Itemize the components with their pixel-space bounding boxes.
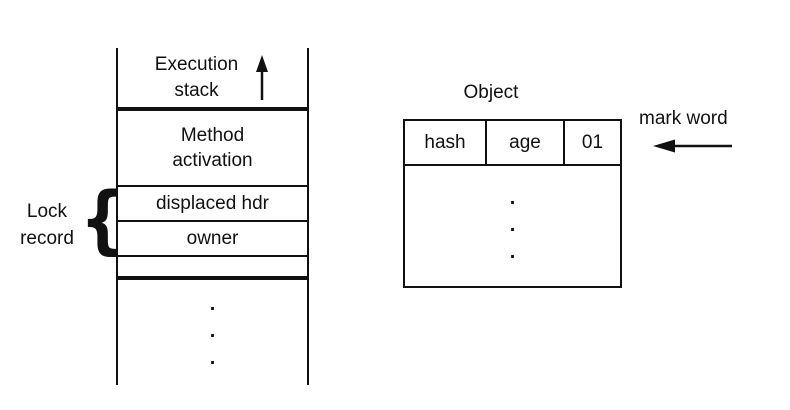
mark-word-row: hash age 01 [405,121,620,166]
owner-label: owner [186,227,239,249]
stack-cell-method-activation: Method activation [118,111,307,187]
method-activation-line2: activation [172,150,253,171]
ellipsis-dot: . [209,293,216,315]
lock-record-label-line2: record [20,228,74,249]
ellipsis-dot: . [509,186,516,209]
ellipsis-dot: . [509,240,516,263]
displaced-hdr-label: displaced hdr [155,192,270,214]
stack-cell-owner: owner [118,222,307,257]
object-title: Object [463,82,519,103]
execution-stack-title-line1: Execution [154,53,239,75]
ellipsis-dot: . [209,347,216,369]
ellipsis-dot: . [509,213,516,236]
lock-bits-label: 01 [581,131,604,153]
execution-stack-title-line2: stack [174,79,219,101]
left-arrow-icon [653,139,732,153]
method-activation-line1: Method [180,125,245,146]
hash-label: hash [424,131,466,153]
stack-cell-empty [118,257,307,280]
lock-record-label-line1: Lock [26,201,68,222]
object-body-ellipsis: . . . [405,166,620,284]
stack-ellipsis: . . . [118,280,307,383]
up-arrow-icon [256,54,269,100]
mark-word-label: mark word [639,108,728,129]
cell-age: age [487,121,565,164]
stack-cell-displaced-hdr: displaced hdr [118,187,307,222]
cell-hash: hash [405,121,487,164]
execution-stack-header: Execution stack [118,48,307,111]
execution-stack-title: Execution stack [155,52,238,104]
lock-record-brace: { [79,177,125,263]
ellipsis-dot: . [209,320,216,342]
lock-record-label: Lock record [2,198,92,252]
execution-stack-column: Execution stack Method activation displa… [116,48,309,385]
age-label: age [509,131,541,153]
cell-lock-bits: 01 [565,121,620,164]
object-table: hash age 01 . . . [403,119,622,288]
